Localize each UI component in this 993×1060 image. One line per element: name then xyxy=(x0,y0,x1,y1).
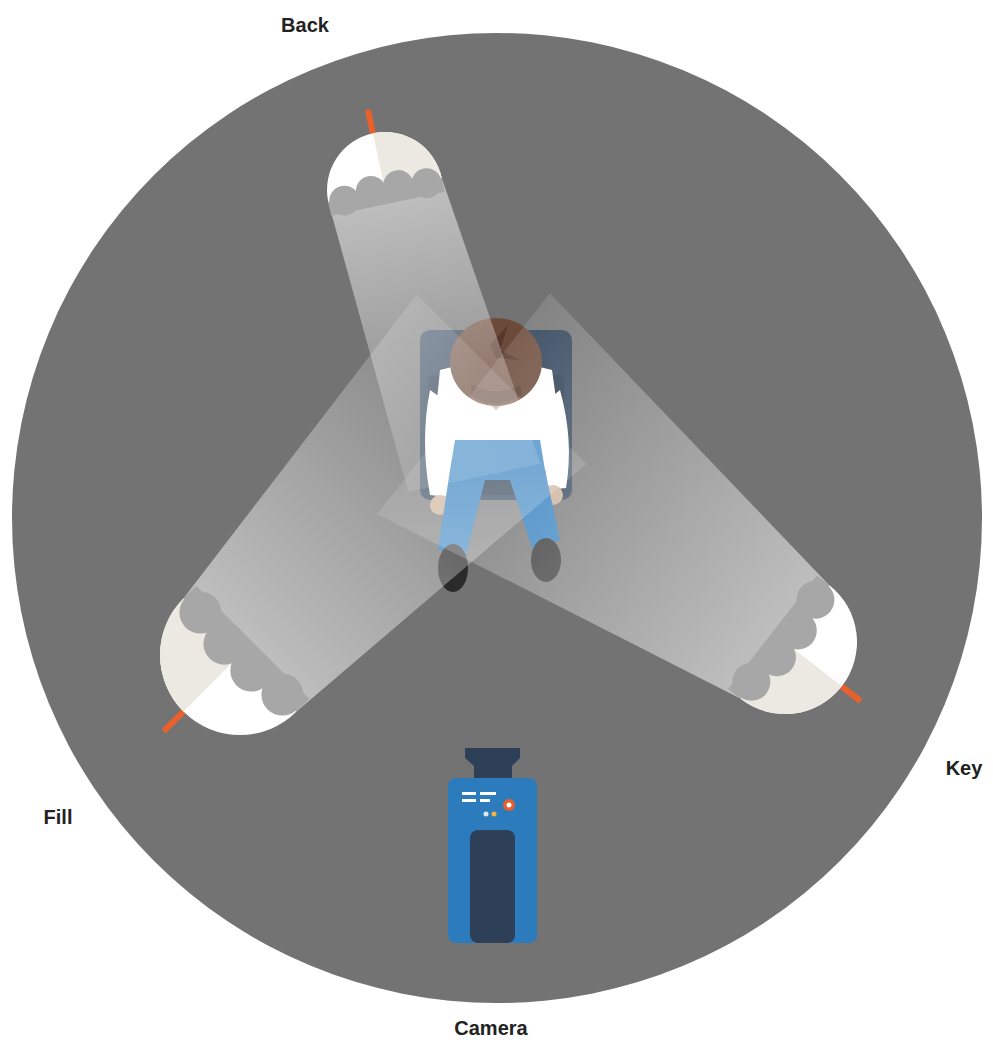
light-label: Camera xyxy=(454,1017,527,1040)
light-label: Key xyxy=(946,757,983,780)
studio-floor xyxy=(12,33,982,1003)
light-label: Back xyxy=(281,14,329,37)
camera xyxy=(448,748,537,943)
light-label: Fill xyxy=(44,806,73,829)
fill-light xyxy=(72,294,587,809)
